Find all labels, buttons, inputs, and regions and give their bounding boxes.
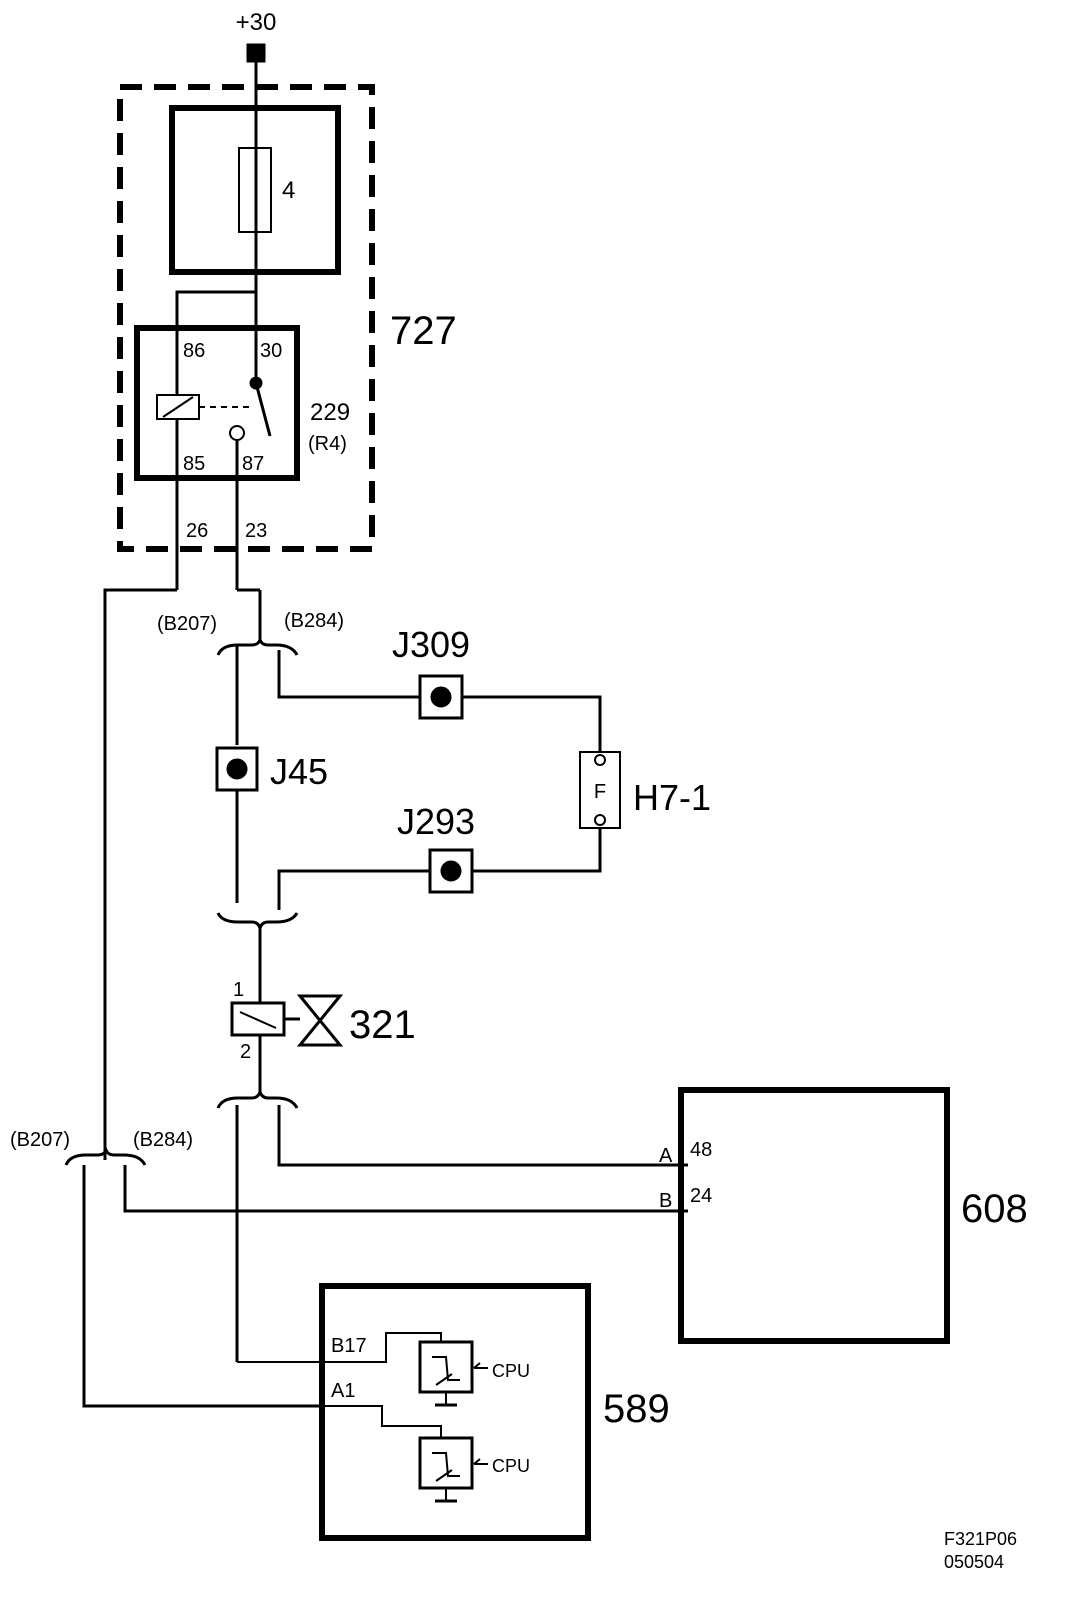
wire-j293-connector [277,869,430,910]
relay-pin-85: 85 [183,453,205,475]
relay-pin-30: 30 [260,340,282,362]
connector-top [216,635,299,656]
relay-contact-87 [229,425,245,441]
connector-lower [216,1087,299,1109]
cpu-label-2: CPU [492,1456,530,1476]
module-608-pin-a-letter: A [659,1145,673,1167]
junction-j293-label: J293 [397,801,475,842]
wire-to-608-b [123,1165,688,1213]
module-608-pin-a-num: 48 [690,1139,712,1161]
module-608-pin-b-num: 24 [690,1185,712,1207]
unit-727-box [117,84,375,552]
relay-contact-arm [254,382,272,437]
module-589-box [319,1283,591,1541]
valve-symbol [296,994,344,1047]
supply-label: +30 [236,9,277,36]
module-589-label: 589 [603,1387,670,1431]
cpu-label-1: CPU [492,1361,530,1381]
connector-top-right-label: (B284) [284,610,344,632]
fuse-holder-label: H7-1 [633,777,711,818]
footer-date: 050504 [944,1552,1004,1572]
connector-middle [216,912,299,933]
module-589-pin-b17: B17 [331,1335,367,1357]
valve-pin-1: 1 [233,979,244,1001]
relay-sublabel: (R4) [308,433,347,455]
relay-label: 229 [310,399,350,426]
connector-bottom-left [64,1145,147,1166]
footer-code: F321P06 [944,1529,1017,1549]
valve-pin-2: 2 [240,1041,251,1063]
fuse-label: 4 [282,177,295,204]
wire-to-a1 [82,1165,322,1408]
connector-bottom-left-label: (B207) [10,1129,70,1151]
fuse-holder-inner-label: F [594,781,606,803]
wire-to-j309 [277,650,420,699]
valve-label: 321 [349,1003,416,1047]
module-608-box [678,1087,950,1344]
junction-j309-label: J309 [392,624,470,665]
relay-box [134,325,300,481]
wire-j309-h7 [462,695,602,752]
junction-j45-label: J45 [270,751,328,792]
wire-b17-internal [237,1332,442,1363]
unit-727-pin-26: 26 [186,520,208,542]
module-589-pin-a1: A1 [331,1380,355,1402]
wire-86 [175,290,256,395]
wire-a1-internal [322,1405,442,1438]
unit-727-pin-23: 23 [245,520,267,542]
connector-top-left-label: (B207) [157,613,217,635]
relay-pin-86: 86 [183,340,205,362]
module-608-pin-b-letter: B [659,1190,672,1212]
wire-h7-j293 [472,828,602,873]
connector-bottom-right-label: (B284) [133,1129,193,1151]
unit-727-label: 727 [390,309,457,353]
wire-26-long [103,588,177,1160]
relay-pin-87: 87 [242,453,264,475]
supply-terminal [246,43,266,63]
wire-to-608-a [277,1105,688,1167]
module-608-label: 608 [961,1187,1028,1231]
